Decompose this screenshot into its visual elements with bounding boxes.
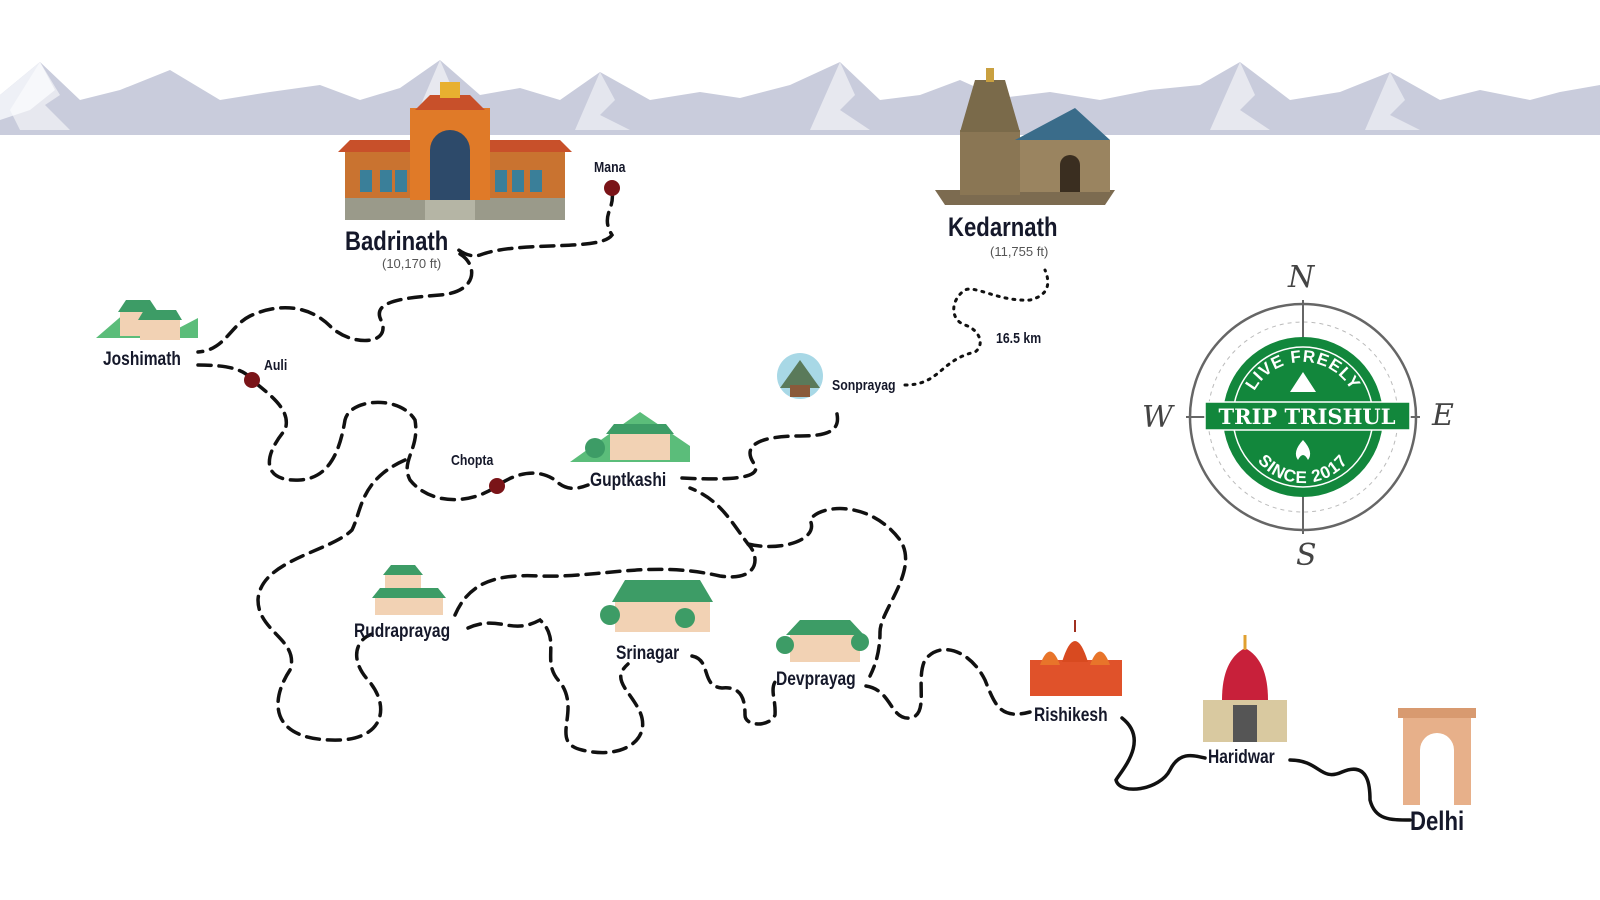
- route-chopta-rudraprayag: [256, 458, 407, 742]
- compass-east: E: [1432, 398, 1454, 433]
- route-haridwar-delhi: [1288, 758, 1412, 822]
- label-rudraprayag: Rudraprayag: [354, 621, 451, 642]
- rishikesh-temple-icon: [1030, 620, 1122, 696]
- haridwar-temple-icon: [1203, 635, 1287, 742]
- compass-south: S: [1296, 538, 1317, 573]
- mountain-range: [0, 60, 1600, 135]
- stop-dot-chopta: [489, 478, 505, 494]
- label-kedarnath: Kedarnath: [948, 212, 1058, 242]
- badrinath-temple-icon: [338, 82, 572, 220]
- label-devprayag: Devprayag: [776, 669, 856, 690]
- route-lines: [196, 190, 1412, 822]
- compass-north: N: [1288, 260, 1315, 295]
- route-rishikesh-haridwar: [1114, 716, 1207, 791]
- label-sonprayag: Sonprayag: [832, 377, 896, 394]
- label-delhi: Delhi: [1410, 806, 1465, 836]
- label-guptkashi: Guptkashi: [590, 470, 667, 491]
- label-haridwar: Haridwar: [1208, 747, 1275, 768]
- label-joshimath: Joshimath: [103, 349, 181, 370]
- route-rudraprayag-srinagar: [466, 617, 645, 755]
- kedarnath-temple-icon: [935, 68, 1115, 205]
- route-joshimath-chopta: [196, 363, 590, 502]
- india-gate-icon: [1398, 708, 1476, 805]
- elevation-badrinath: (10,170 ft): [382, 256, 442, 271]
- route-guptkashi-sonprayag: [680, 408, 840, 481]
- guptkashi-village-icon: [570, 412, 690, 462]
- trek-distance: 16.5 km: [996, 330, 1042, 347]
- label-mana: Mana: [594, 159, 626, 176]
- route-badrinath-joshimath: [196, 252, 474, 354]
- route-loop-guptkashi: [453, 486, 908, 678]
- trip-trishul-logo: [1204, 337, 1411, 497]
- tent-icon: [1290, 372, 1316, 392]
- stop-dot-mana: [604, 180, 620, 196]
- joshimath-village-icon: [96, 300, 198, 340]
- stop-dot-auli: [244, 372, 260, 388]
- srinagar-village-icon: [600, 580, 713, 632]
- label-auli: Auli: [264, 357, 288, 374]
- campfire-icon: [1295, 440, 1311, 460]
- label-chopta: Chopta: [451, 452, 494, 469]
- rudraprayag-village-icon: [372, 565, 446, 615]
- label-srinagar: Srinagar: [616, 643, 680, 664]
- label-rishikesh: Rishikesh: [1034, 705, 1108, 726]
- route-sonprayag-kedarnath-trek: [903, 268, 1050, 387]
- devprayag-village-icon: [776, 620, 869, 662]
- route-devprayag-rishikesh: [864, 648, 1032, 720]
- route-srinagar-devprayag: [690, 654, 777, 726]
- route-mana-badrinath: [452, 190, 615, 258]
- label-badrinath: Badrinath: [345, 226, 449, 256]
- compass-west: W: [1142, 400, 1173, 435]
- sonprayag-hut-icon: [777, 353, 823, 399]
- elevation-kedarnath: (11,755 ft): [990, 244, 1049, 259]
